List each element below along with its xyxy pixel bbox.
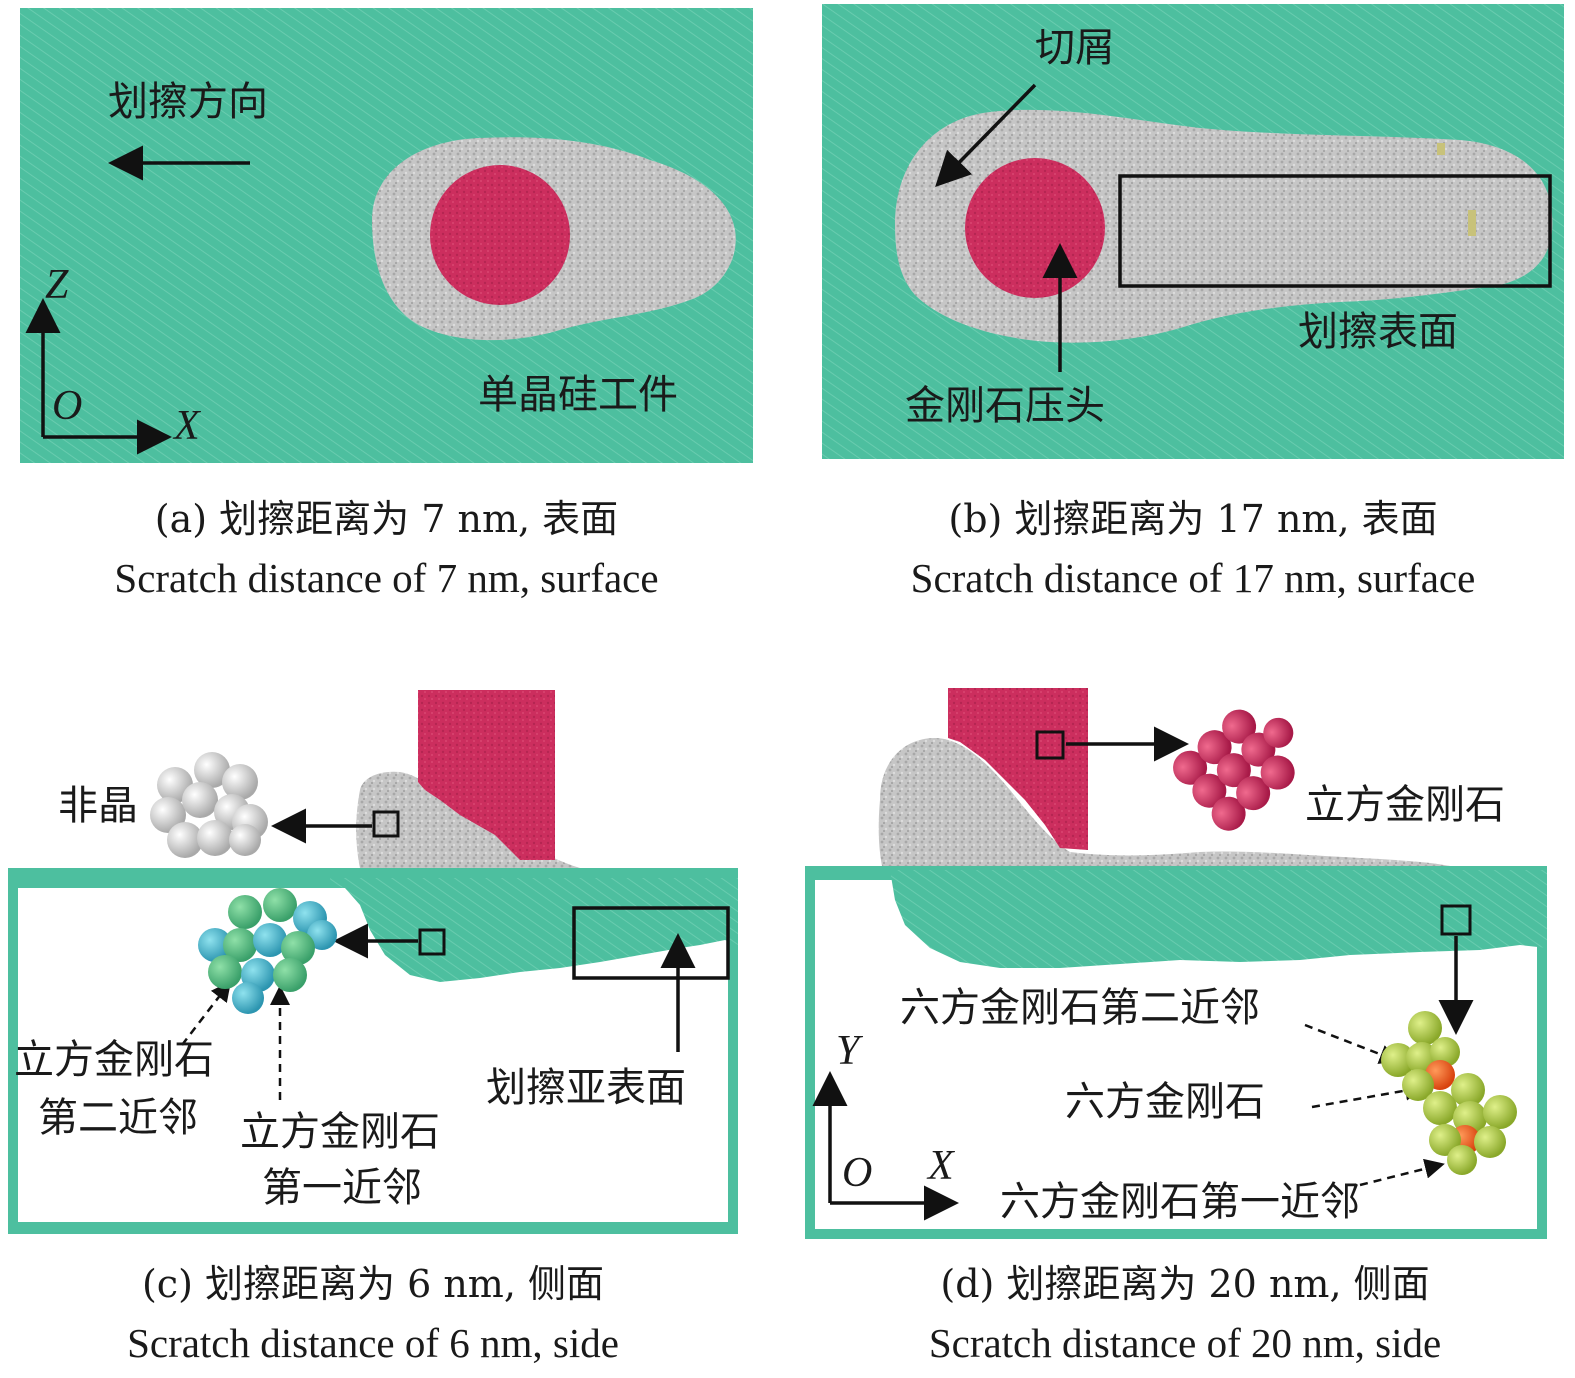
- caption-c-cn: (c) 划擦距离为 6 nm, 侧面: [141, 1262, 604, 1306]
- label-cubic-first-neighbor-2: 第一近邻: [262, 1165, 422, 1211]
- label-cubic-diamond: 立方金刚石: [1305, 782, 1505, 828]
- caption-b-cn: (b) 划擦距离为 17 nm, 表面: [948, 497, 1438, 541]
- label-amorphous: 非晶: [58, 783, 138, 829]
- caption-a-cn: (a) 划擦距离为 7 nm, 表面: [154, 497, 619, 541]
- axis-x-label: X: [174, 403, 200, 449]
- panel-b-image: [822, 4, 1564, 459]
- axis-origin-label: O: [52, 383, 83, 429]
- caption-c-en: Scratch distance of 6 nm, side: [127, 1320, 619, 1366]
- panel-a-image: [20, 8, 753, 463]
- label-hex-second-neighbor: 六方金刚石第二近邻: [900, 985, 1260, 1031]
- label-cubic-first-neighbor-1: 立方金刚石: [240, 1109, 440, 1155]
- axis-z-label: Z: [45, 262, 69, 308]
- label-hex-first-neighbor: 六方金刚石第一近邻: [1000, 1179, 1360, 1225]
- label-diamond-indenter: 金刚石压头: [905, 383, 1105, 429]
- label-hex-diamond: 六方金刚石: [1065, 1079, 1265, 1125]
- panel-d-image: [805, 688, 1547, 1239]
- axis-y-label: Y: [836, 1028, 860, 1074]
- label-chip: 切屑: [1035, 25, 1115, 71]
- caption-a-en: Scratch distance of 7 nm, surface: [114, 555, 659, 601]
- label-cubic-second-neighbor-1: 立方金刚石: [14, 1037, 214, 1083]
- panel-c-image: [8, 690, 738, 1234]
- axis-x-label-d: X: [928, 1143, 954, 1189]
- label-scratched-subsurface: 划擦亚表面: [486, 1065, 686, 1111]
- caption-d-cn: (d) 划擦距离为 20 nm, 侧面: [940, 1262, 1430, 1306]
- caption-d-en: Scratch distance of 20 nm, side: [928, 1320, 1442, 1366]
- label-silicon-workpiece: 单晶硅工件: [478, 372, 678, 418]
- label-scratch-direction: 划擦方向: [108, 79, 268, 125]
- label-scratched-surface: 划擦表面: [1298, 309, 1458, 355]
- label-cubic-second-neighbor-2: 第二近邻: [38, 1095, 198, 1141]
- axis-origin-label-d: O: [842, 1150, 873, 1196]
- caption-b-en: Scratch distance of 17 nm, surface: [910, 555, 1476, 601]
